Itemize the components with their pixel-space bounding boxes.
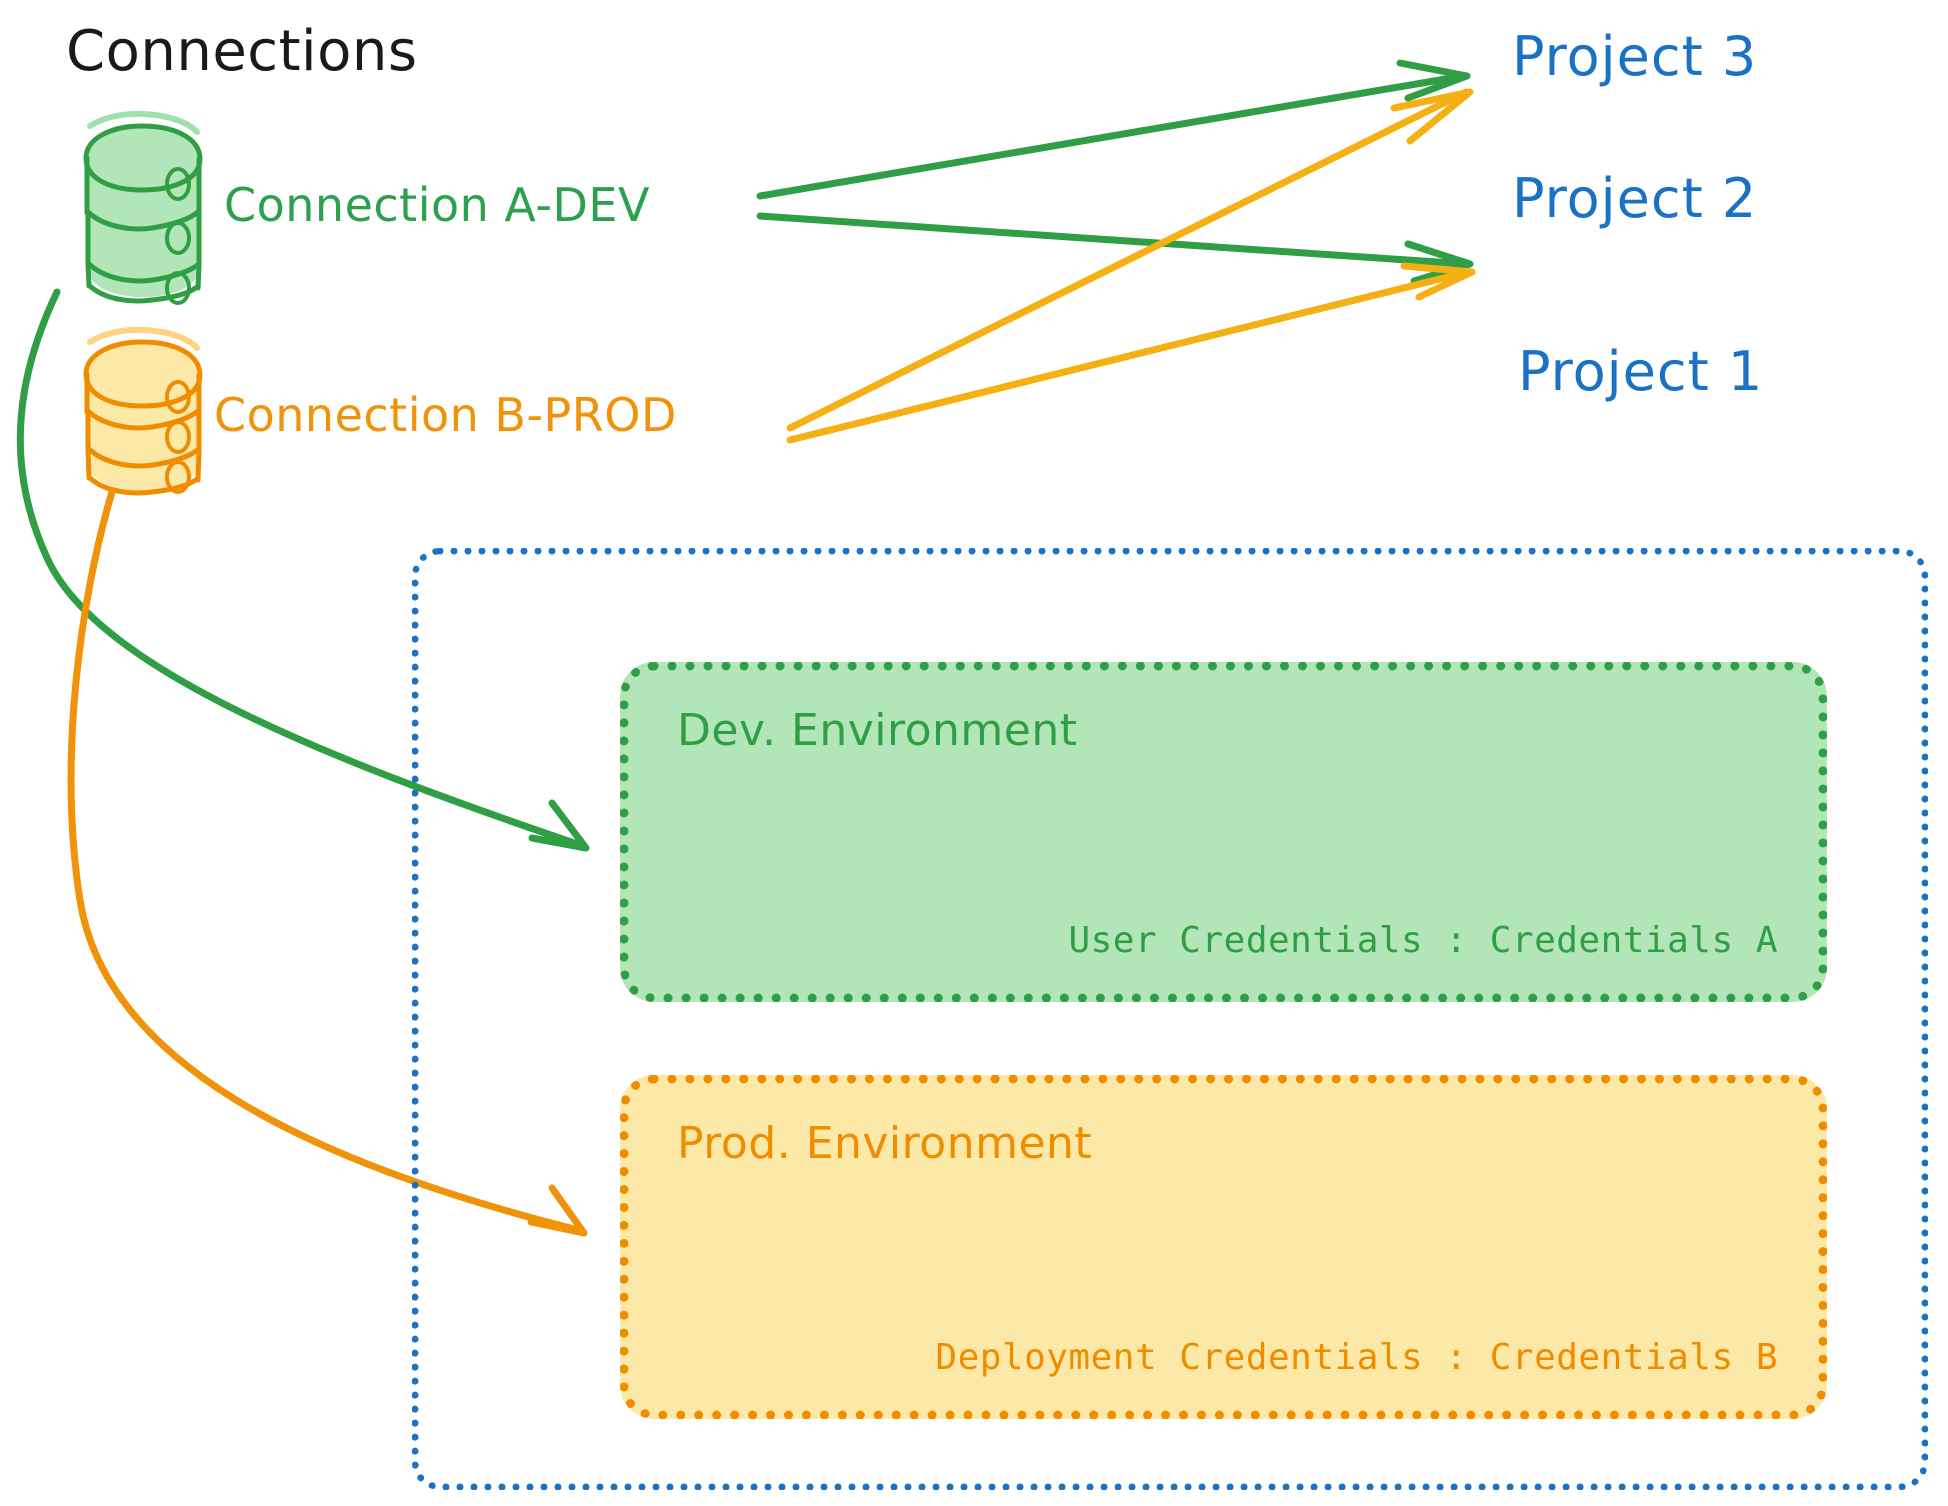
page-title: Connections [66, 19, 418, 84]
dev-environment-box[interactable]: Dev. Environment User Credentials : Cred… [620, 662, 1827, 1002]
connection-b-prod-label[interactable]: Connection B-PROD [214, 388, 677, 442]
dev-environment-title: Dev. Environment [677, 705, 1078, 756]
arrow-conn-a-to-project-2 [756, 212, 1474, 285]
prod-environment-box[interactable]: Prod. Environment Deployment Credentials… [620, 1075, 1827, 1419]
prod-environment-credentials: Deployment Credentials : Credentials B [935, 1337, 1778, 1378]
connection-a-dev-label[interactable]: Connection A-DEV [224, 178, 650, 232]
project-1-label[interactable]: Project 1 [1518, 340, 1764, 403]
dev-environment-credentials: User Credentials : Credentials A [1068, 920, 1778, 961]
project-2-label[interactable]: Project 2 [1512, 167, 1758, 230]
arrow-conn-b-to-project-2 [786, 262, 1476, 444]
prod-environment-title: Prod. Environment [677, 1118, 1093, 1169]
arrow-conn-a-to-dev-environment [16, 288, 590, 852]
database-cylinder-icon-green [83, 110, 203, 305]
project-3-label[interactable]: Project 3 [1512, 25, 1758, 88]
arrow-conn-b-to-project-3 [786, 88, 1474, 432]
database-cylinder-icon-orange [83, 326, 203, 496]
arrow-conn-a-to-project-3 [756, 59, 1471, 200]
project-1-container: Dev. Environment User Credentials : Cred… [412, 548, 1928, 1490]
arrow-conn-b-to-prod-environment [67, 488, 588, 1237]
